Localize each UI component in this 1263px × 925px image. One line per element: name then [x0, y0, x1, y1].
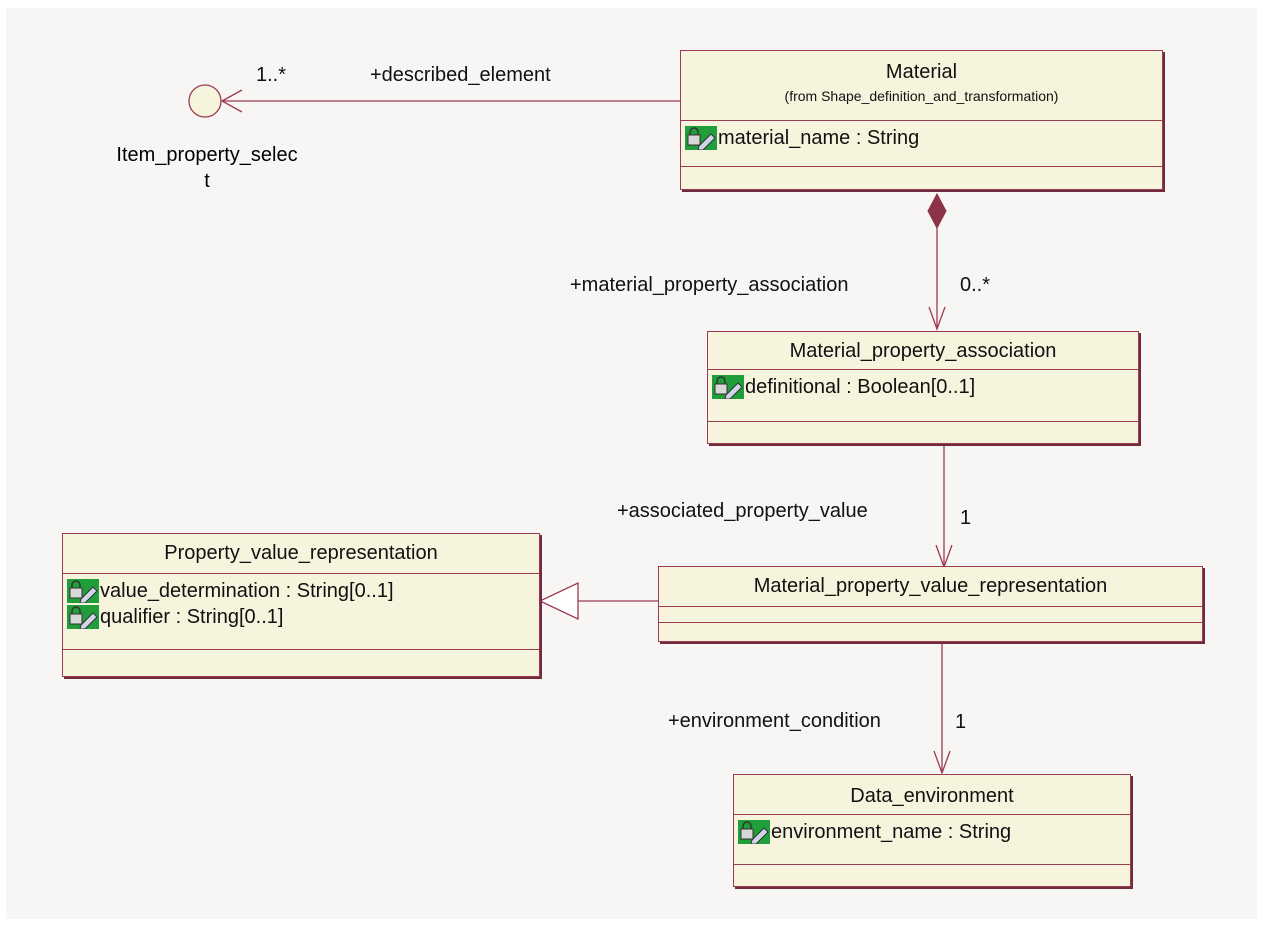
described-element-arrowhead — [220, 89, 243, 113]
attribute-text: environment_name : String — [771, 820, 1012, 843]
attribute-row[interactable]: environment_name : String — [738, 819, 1130, 845]
attribute-compartment — [659, 607, 1202, 623]
interface-name-line2: t — [204, 170, 210, 192]
attribute-lock-icon — [67, 605, 99, 630]
class-header: Property_value_representation — [63, 534, 539, 574]
class-package: (from Shape_definition_and_transformatio… — [784, 88, 1059, 104]
operation-compartment — [681, 167, 1162, 189]
class-material-property-association[interactable]: Material_property_association definition… — [707, 331, 1139, 444]
class-header: Material (from Shape_definition_and_tran… — [681, 51, 1162, 121]
attribute-row[interactable]: definitional : Boolean[0..1] — [712, 374, 1138, 400]
attribute-lock-icon — [738, 820, 770, 845]
class-property-value-representation[interactable]: Property_value_representation value_dete… — [62, 533, 540, 677]
role-label: +material_property_association — [570, 274, 849, 296]
multiplicity-label: 1 — [955, 711, 967, 733]
attribute-lock-icon — [712, 375, 744, 400]
multiplicity-label: 0..* — [960, 274, 991, 296]
class-name: Material_property_association — [789, 340, 1057, 362]
class-header: Data_environment — [734, 775, 1130, 815]
interface-item-property-select-label: Item_property_selec t — [77, 142, 337, 194]
attribute-text: value_determination : String[0..1] — [100, 579, 394, 602]
class-name: Material — [885, 61, 958, 83]
attribute-row[interactable]: qualifier : String[0..1] — [67, 604, 539, 630]
attribute-row[interactable]: value_determination : String[0..1] — [67, 578, 539, 604]
operation-compartment — [734, 865, 1130, 886]
operation-compartment — [659, 623, 1202, 641]
multiplicity-label: 1 — [960, 507, 972, 529]
environment-condition-arrowhead — [933, 750, 951, 775]
attribute-compartment: material_name : String — [681, 121, 1162, 167]
composition-diamond-icon — [927, 192, 947, 230]
attribute-compartment: environment_name : String — [734, 815, 1130, 865]
attribute-lock-icon — [67, 579, 99, 604]
attribute-text: material_name : String — [718, 126, 920, 149]
class-name: Data_environment — [850, 785, 1014, 807]
multiplicity-label: 1..* — [256, 64, 287, 86]
attribute-compartment: definitional : Boolean[0..1] — [708, 370, 1138, 422]
interface-name-line1: Item_property_selec — [116, 144, 298, 166]
role-label: +associated_property_value — [617, 500, 868, 522]
attribute-text: qualifier : String[0..1] — [100, 605, 284, 628]
class-name: Property_value_representation — [164, 542, 438, 564]
role-label: +environment_condition — [668, 710, 881, 732]
class-data-environment[interactable]: Data_environment environment_name : Stri… — [733, 774, 1131, 887]
class-material[interactable]: Material (from Shape_definition_and_tran… — [680, 50, 1163, 190]
role-label: +described_element — [370, 64, 551, 86]
material-property-association-arrowhead — [928, 306, 946, 331]
attribute-text: definitional : Boolean[0..1] — [745, 375, 976, 398]
generalization-triangle-icon — [538, 581, 579, 621]
interface-lollipop-icon[interactable] — [188, 84, 222, 118]
class-material-property-value-representation[interactable]: Material_property_value_representation — [658, 566, 1203, 642]
class-name: Material_property_value_representation — [753, 575, 1108, 597]
attribute-compartment: value_determination : String[0..1] quali… — [63, 574, 539, 650]
class-header: Material_property_value_representation — [659, 567, 1202, 607]
attribute-row[interactable]: material_name : String — [685, 125, 1162, 151]
class-header: Material_property_association — [708, 332, 1138, 370]
operation-compartment — [63, 650, 539, 676]
attribute-lock-icon — [685, 126, 717, 151]
operation-compartment — [708, 422, 1138, 443]
